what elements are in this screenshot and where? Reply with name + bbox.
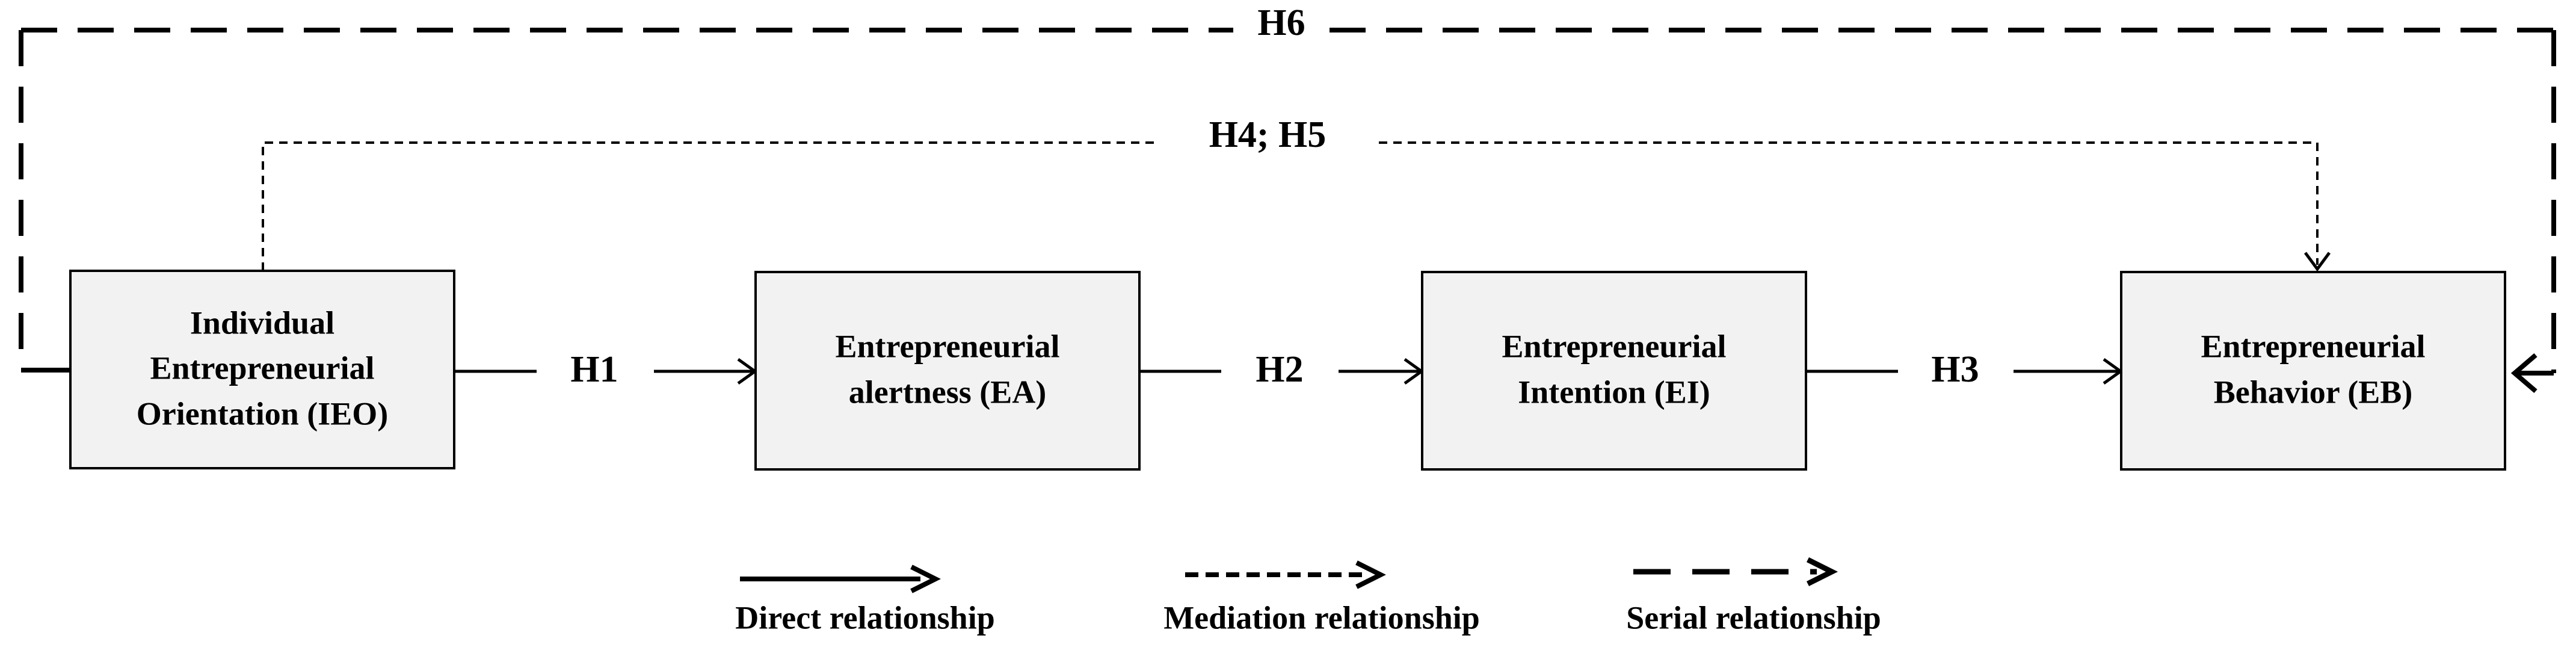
node-ei-line-1: Entrepreneurial	[1502, 328, 1727, 364]
node-ei-line-2: Intention (EI)	[1518, 374, 1710, 410]
hypothesis-label-h1: H1	[570, 349, 618, 390]
hypothesis-label-h4-h5: H4; H5	[1209, 114, 1327, 155]
node-ea: Entrepreneurial alertness (EA)	[754, 271, 1141, 471]
serial-relationship-h6	[19, 28, 2556, 394]
legend-direct-arrowhead	[910, 565, 941, 593]
node-eb-line-2: Behavior (EB)	[2214, 374, 2413, 410]
legend-mediation-arrowhead	[1355, 560, 1386, 589]
legend: Direct relationship Mediation relationsh…	[735, 557, 1881, 636]
h6-arrowhead	[2510, 353, 2537, 394]
node-eb-line-1: Entrepreneurial	[2201, 328, 2426, 364]
node-ieo-line-2: Entrepreneurial	[150, 350, 375, 386]
node-ieo-line-3: Orientation (IEO)	[137, 395, 388, 432]
legend-direct: Direct relationship	[735, 565, 995, 636]
legend-direct-label: Direct relationship	[735, 599, 994, 636]
legend-mediation: Mediation relationship	[1163, 560, 1480, 636]
legend-mediation-label: Mediation relationship	[1163, 599, 1480, 636]
node-ea-line-1: Entrepreneurial	[836, 328, 1060, 364]
mediation-relationship-h4-h5	[262, 141, 2331, 272]
hypothesis-label-h3: H3	[1931, 349, 1979, 390]
node-eb: Entrepreneurial Behavior (EB)	[2120, 271, 2506, 471]
h4-h5-arrowhead	[2303, 252, 2331, 272]
node-ei: Entrepreneurial Intention (EI)	[1421, 271, 1807, 471]
legend-serial: Serial relationship	[1626, 557, 1881, 636]
node-ieo-line-1: Individual	[190, 305, 334, 341]
legend-serial-arrowhead	[1806, 557, 1838, 587]
node-ieo: Individual Entrepreneurial Orientation (…	[69, 270, 455, 469]
node-ea-line-2: alertness (EA)	[849, 374, 1046, 410]
hypothesis-label-h2: H2	[1256, 349, 1303, 390]
legend-serial-label: Serial relationship	[1626, 599, 1881, 636]
hypothesis-label-h6: H6	[1257, 2, 1305, 43]
